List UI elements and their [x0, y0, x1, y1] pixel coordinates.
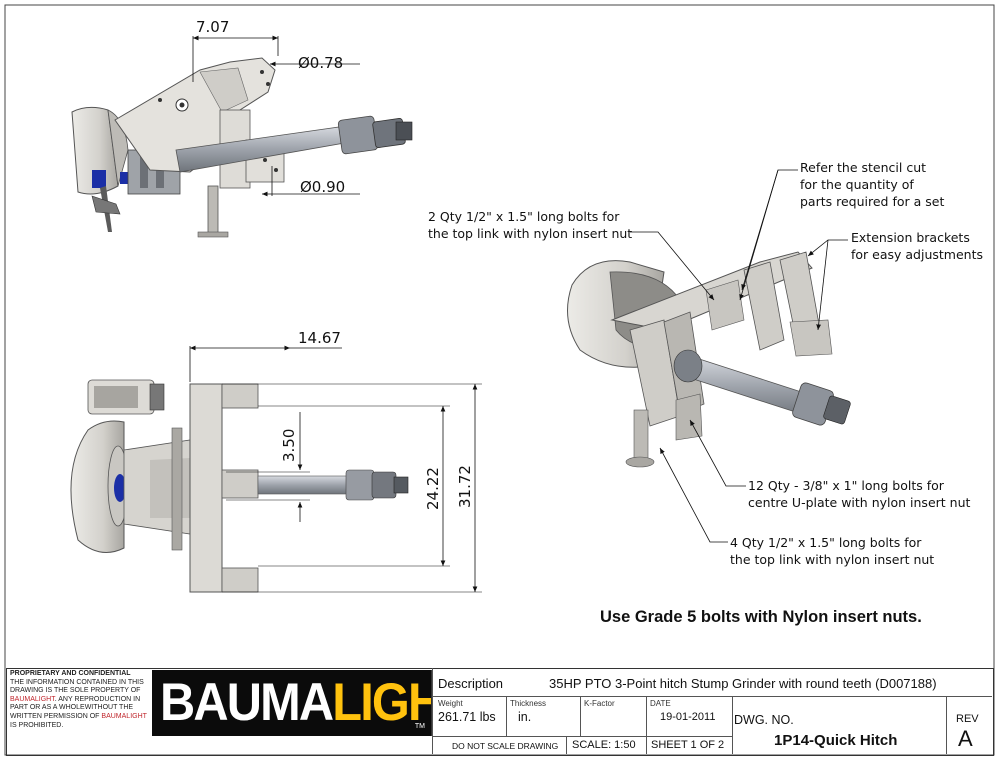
dim-14-67: 14.67: [298, 329, 341, 347]
callout-top-link-line1: 2 Qty 1/2" x 1.5" long bolts for: [428, 209, 620, 224]
rev-value: A: [958, 726, 973, 751]
dim-dia-0-90: Ø0.90: [300, 178, 345, 196]
main-frame: [189, 383, 223, 593]
callout-extension-line2: for easy adjustments: [851, 247, 983, 262]
motor-blue: [92, 170, 106, 188]
callout-stencil-line3: parts required for a set: [800, 194, 944, 209]
callout-top-link-4-line1: 4 Qty 1/2" x 1.5" long bolts for: [730, 535, 922, 550]
dwg-label: DWG. NO.: [734, 713, 794, 727]
dim-dia-0-78: Ø0.78: [298, 54, 343, 72]
rev-label: REV: [956, 713, 979, 725]
proprietary-notice: PROPRIETARY AND CONFIDENTIAL THE INFORMA…: [10, 670, 152, 730]
callout-top-link-4-line2: the top link with nylon insert nut: [730, 552, 934, 567]
callout-stencil-line2: for the quantity of: [800, 177, 914, 192]
dim-3-50: 3.50: [280, 429, 298, 462]
isometric-view: Refer the stencil cut for the quantity o…: [428, 160, 983, 567]
description-value: 35HP PTO 3-Point hitch Stump Grinder wit…: [549, 676, 937, 691]
title-block: PROPRIETARY AND CONFIDENTIAL THE INFORMA…: [6, 668, 994, 756]
callout-extension-line1: Extension brackets: [851, 230, 970, 245]
weight-label: Weight: [438, 699, 463, 708]
callout-top-link-line2: the top link with nylon insert nut: [428, 226, 632, 241]
kfactor-label: K-Factor: [584, 699, 615, 708]
date-label: DATE: [650, 699, 671, 708]
side-view: 7.07 Ø0.78 Ø0.90: [71, 18, 413, 238]
callout-u-plate-line2: centre U-plate with nylon insert nut: [748, 495, 970, 510]
dim-24-22: 24.22: [424, 467, 442, 510]
grade-note: Use Grade 5 bolts with Nylon insert nuts…: [600, 608, 922, 626]
top-view: 14.67 3.50 24.22 31.72: [70, 329, 482, 593]
scale-value: SCALE: 1:50: [572, 739, 636, 751]
dim-31-72: 31.72: [456, 465, 474, 508]
baumalight-logo: BAUMALIGHT TM: [152, 670, 432, 736]
callout-u-plate-line1: 12 Qty - 3/8" x 1" long bolts for: [748, 478, 945, 493]
dim-7-07: 7.07: [196, 18, 229, 36]
sheet-value: SHEET 1 OF 2: [651, 739, 725, 751]
thickness-value: in.: [518, 710, 532, 724]
date-value: 19-01-2011: [660, 711, 716, 723]
thickness-label: Thickness: [510, 699, 547, 708]
proprietary-heading: PROPRIETARY AND CONFIDENTIAL: [10, 670, 131, 677]
description-label: Description: [438, 676, 504, 691]
dwg-number: 1P14-Quick Hitch: [774, 732, 898, 749]
no-scale-note: DO NOT SCALE DRAWING: [452, 741, 559, 751]
weight-value: 261.71 lbs: [438, 710, 496, 724]
callout-stencil-line1: Refer the stencil cut: [800, 160, 926, 175]
